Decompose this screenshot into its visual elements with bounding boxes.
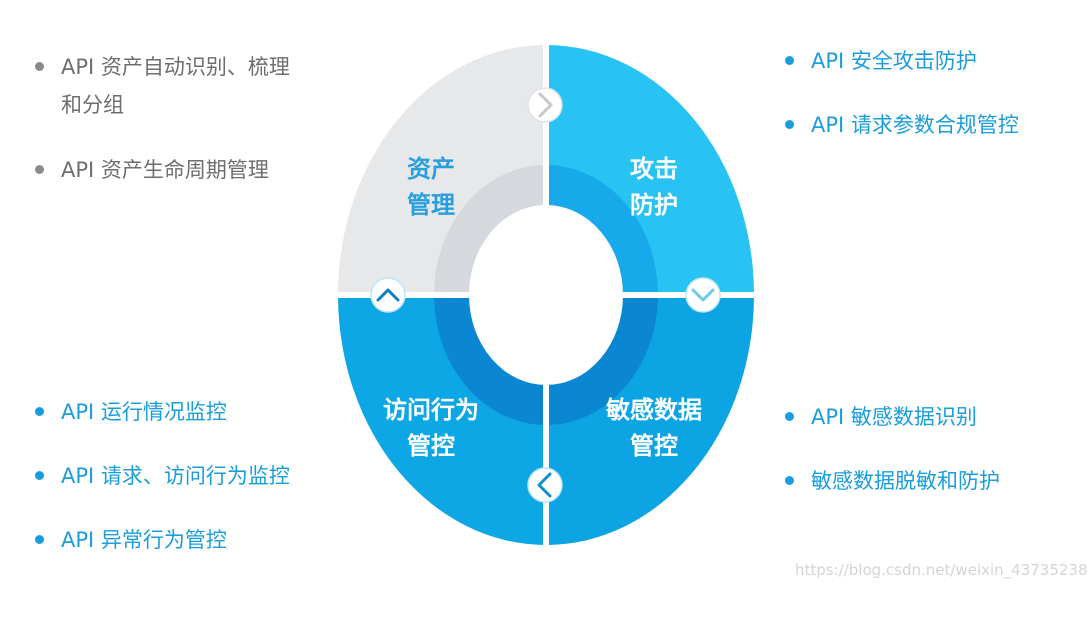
asset-label-line2: 管理: [407, 191, 455, 219]
bullet-icon: [35, 535, 44, 544]
access-label-line1: 访问行为: [383, 396, 479, 424]
down-chevron-icon: [685, 277, 721, 313]
bullet-icon: [35, 165, 44, 174]
sensitive-label-line1: 敏感数据: [605, 396, 702, 424]
bullet-icon: [35, 407, 44, 416]
attack-label-line2: 防护: [630, 191, 678, 219]
bullet-icon: [785, 120, 794, 129]
attack-protection-list: API 安全攻击防护 API 请求参数合规管控: [785, 0, 1075, 160]
asset-label-line1: 资产: [407, 155, 455, 183]
access-behavior-list: API 运行情况监控 API 请求、访问行为监控 API 异常行为管控: [35, 0, 335, 600]
bullet-icon: [785, 412, 794, 421]
left-chevron-icon: [527, 467, 563, 503]
watermark: https://blog.csdn.net/weixin_43735238: [795, 561, 1088, 579]
bullet-icon: [785, 56, 794, 65]
center-hole: [469, 205, 623, 385]
right-chevron-icon: [527, 87, 563, 123]
bullet-icon: [35, 62, 44, 71]
sensitive-data-list: API 敏感数据识别 敏感数据脱敏和防护: [785, 0, 1075, 600]
bullet-icon: [35, 471, 44, 480]
sensitive-label-line2: 管控: [630, 432, 678, 460]
up-chevron-icon: [370, 277, 406, 313]
access-label-line2: 管控: [407, 432, 455, 460]
asset-management-list: API 资产自动识别、梳理 和分组 API 资产生命周期管理: [35, 0, 335, 200]
bullet-icon: [785, 476, 794, 485]
attack-label-line1: 攻击: [630, 155, 678, 183]
